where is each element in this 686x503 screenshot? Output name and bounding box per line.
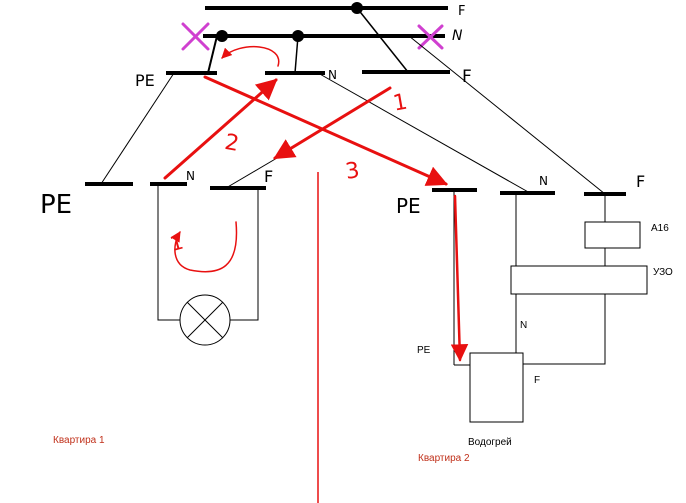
n-feeder-apt2 bbox=[317, 72, 531, 194]
apt1-caption: Квартира 1 bbox=[53, 435, 105, 446]
n-bar-label: N bbox=[328, 68, 337, 82]
f-bar-label: F bbox=[462, 67, 472, 87]
apt1-lamp-circuit-right bbox=[230, 188, 259, 321]
heater-f-label: F bbox=[534, 375, 540, 386]
apartment-2: PE N F A16 УЗО N PE F Водогрей Квартира … bbox=[396, 172, 673, 464]
n-bar-link bbox=[294, 35, 299, 74]
breaker-a16 bbox=[584, 221, 641, 249]
top-bus: F N bbox=[181, 2, 465, 51]
breaker-a16-label: A16 bbox=[651, 223, 669, 234]
arrow-2-label: 2 bbox=[223, 130, 241, 157]
heater-n-label: N bbox=[520, 320, 527, 331]
phase-bus-label: F bbox=[458, 4, 465, 19]
arrow-1-label: 1 bbox=[391, 90, 409, 117]
apt2-n-label: N bbox=[539, 174, 548, 188]
pe-down-arrow bbox=[450, 194, 469, 362]
apt2-f-label: F bbox=[636, 172, 645, 191]
apt1-lamp-circuit bbox=[157, 184, 180, 321]
apt1-pe-label: PE bbox=[40, 190, 72, 220]
arrow-2 bbox=[163, 78, 278, 180]
feeder-wires bbox=[100, 35, 606, 195]
f-bar-link bbox=[356, 7, 409, 73]
loop-label: 1 bbox=[167, 230, 186, 256]
pe-bar-link bbox=[207, 35, 218, 74]
water-heater bbox=[469, 352, 524, 423]
arrow-3-label: 3 bbox=[344, 158, 361, 185]
pe-bar-label: PE bbox=[135, 71, 155, 90]
current-annotations bbox=[163, 45, 469, 362]
apt1-f-feeder bbox=[225, 157, 278, 189]
arrow-3 bbox=[203, 75, 448, 186]
neutral-bus-label: N bbox=[452, 28, 463, 44]
apt1-n-label: N bbox=[186, 169, 195, 183]
heater-pe-label: PE bbox=[417, 345, 431, 356]
rcd-uzo-label: УЗО bbox=[653, 267, 673, 278]
apartment-1: PE N F Квартира 1 bbox=[40, 157, 278, 446]
neutral-bus-node-left bbox=[216, 30, 228, 42]
apt2-caption: Квартира 2 bbox=[418, 453, 470, 464]
arrow-1 bbox=[273, 86, 392, 160]
lamp-icon bbox=[179, 294, 231, 346]
heater-label: Водогрей bbox=[468, 437, 512, 448]
rcd-uzo bbox=[510, 265, 648, 295]
distribution-bars: PE N F bbox=[135, 7, 472, 90]
neutral-return-curve bbox=[221, 45, 280, 67]
apt2-pe-label: PE bbox=[396, 194, 421, 218]
apt2-rcd-to-heater bbox=[523, 294, 606, 365]
f-feeder-apt2 bbox=[408, 35, 606, 195]
pe-feeder-apt1 bbox=[100, 72, 175, 185]
apt1-f-label: F bbox=[264, 167, 273, 186]
apt1-loop-arrow bbox=[170, 221, 238, 273]
cross-mark-left bbox=[181, 22, 210, 51]
cross-mark-right bbox=[417, 24, 444, 50]
